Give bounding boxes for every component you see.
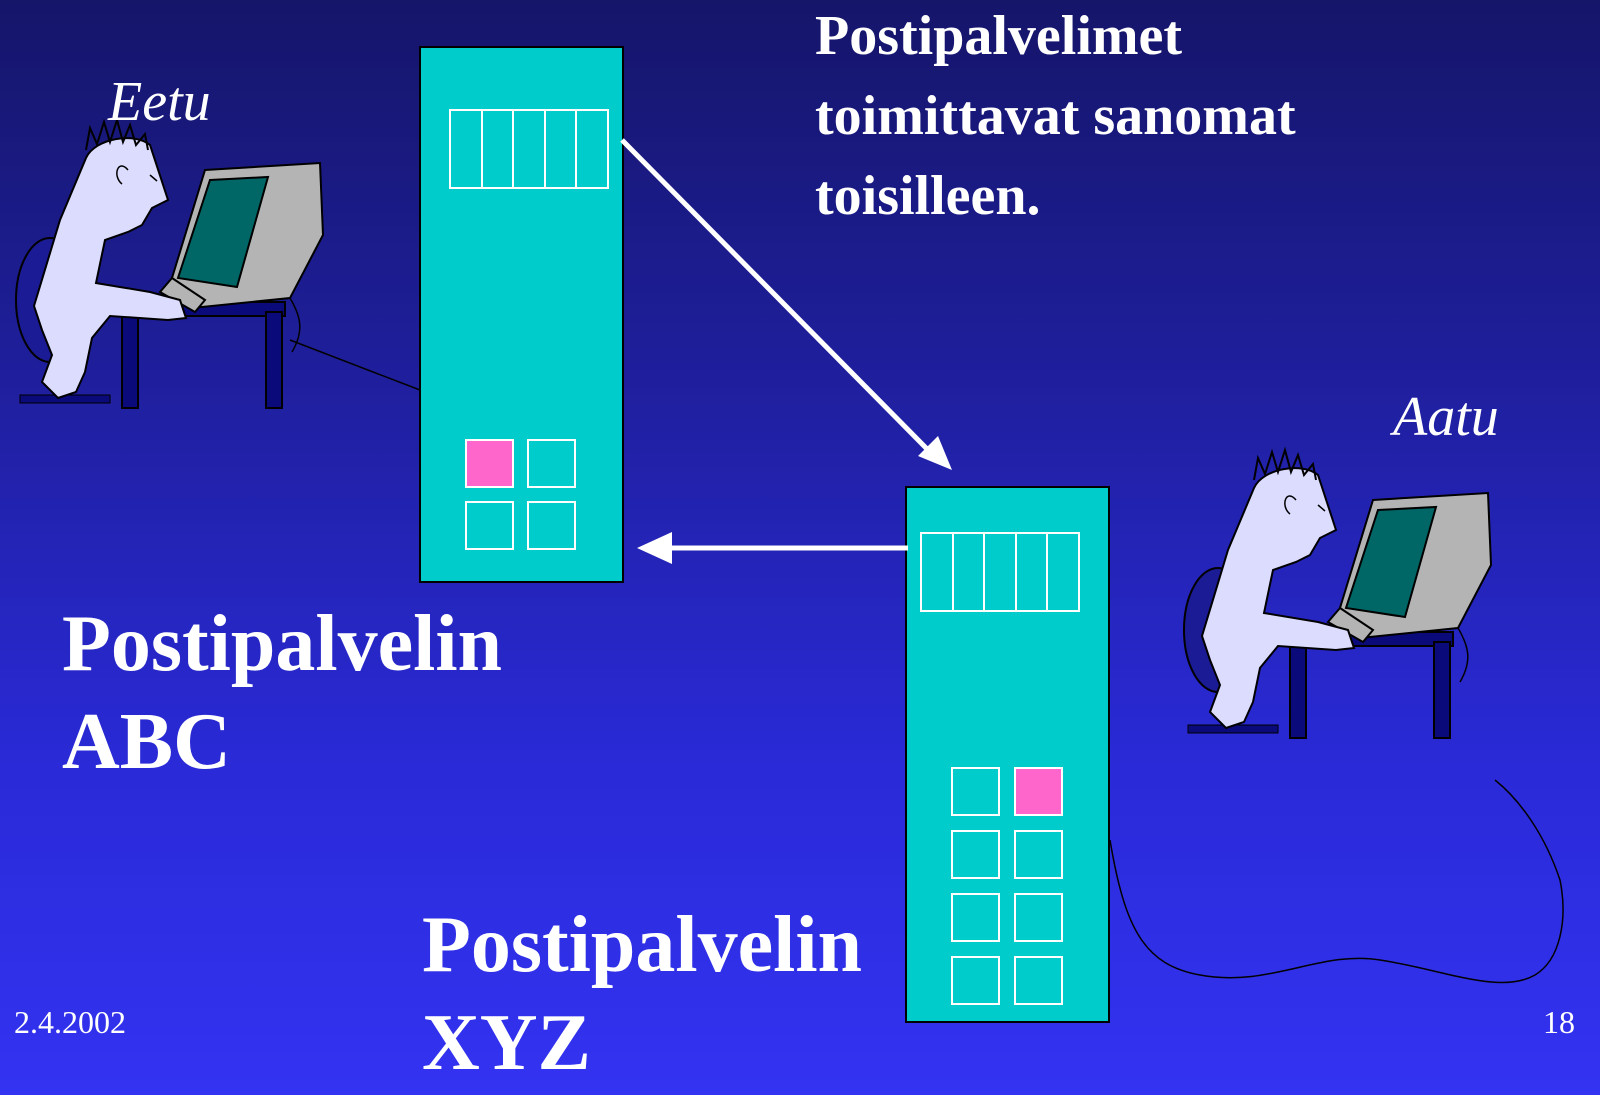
caption-line: toimittavat sanomat bbox=[815, 85, 1296, 147]
user-name-eetu: Eetu bbox=[108, 71, 211, 133]
caption-line: Postipalvelimet bbox=[815, 5, 1183, 67]
caption-line: toisilleen. bbox=[815, 165, 1041, 227]
slide-caption: Postipalvelimet toimittavat sanomat tois… bbox=[815, 0, 1296, 236]
slide-number: 18 bbox=[1543, 1004, 1575, 1040]
slide-date: 2.4.2002 bbox=[14, 1004, 126, 1040]
server-label-xyz: Postipalvelin XYZ bbox=[422, 896, 862, 1092]
arrow-icon-xyz-to-abc bbox=[637, 532, 908, 564]
arrow-icon-abc-to-xyz bbox=[620, 138, 952, 470]
message-box bbox=[1014, 767, 1063, 816]
server-label-line: XYZ bbox=[422, 999, 591, 1087]
message-box bbox=[465, 439, 514, 488]
server-label-line: Postipalvelin bbox=[62, 600, 503, 688]
network-cable bbox=[1109, 779, 1564, 984]
person-at-computer-icon-eetu bbox=[15, 119, 324, 409]
network-cable bbox=[289, 339, 421, 391]
server-label-abc: Postipalvelin ABC bbox=[62, 595, 502, 791]
person-at-computer-icon-aatu bbox=[1183, 449, 1492, 739]
user-name-aatu: Aatu bbox=[1393, 386, 1499, 448]
mail-server-icon-abc bbox=[419, 46, 624, 583]
server-label-line: Postipalvelin bbox=[422, 901, 863, 989]
server-label-line: ABC bbox=[62, 698, 231, 786]
mail-server-icon-xyz bbox=[905, 486, 1110, 1023]
